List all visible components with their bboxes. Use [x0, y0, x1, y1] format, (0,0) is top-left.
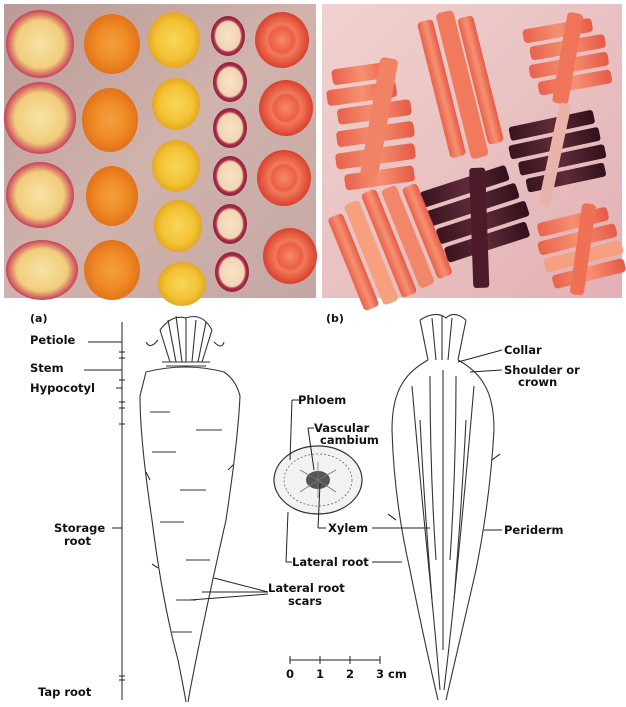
scale-tick-3: 3 cm — [376, 667, 407, 681]
scale-bar: 0 1 2 3 cm — [286, 656, 407, 681]
label-stem: Stem — [30, 361, 64, 375]
label-hypocotyl: Hypocotyl — [30, 381, 95, 395]
label-cambium: cambium — [320, 433, 379, 447]
scale-tick-2: 2 — [346, 667, 354, 681]
panel-a-letter: (a) — [30, 312, 47, 325]
label-petiole: Petiole — [30, 333, 76, 347]
diagram-b: (b) Phloem Vascular cambium Xylem Latera… — [274, 312, 580, 700]
panel-b-letter: (b) — [326, 312, 344, 325]
label-xylem: Xylem — [328, 521, 368, 535]
label-root: root — [64, 534, 91, 548]
label-storage: Storage — [54, 521, 105, 535]
scale-tick-1: 1 — [316, 667, 324, 681]
label-lateral-root-scars-2: scars — [288, 594, 322, 608]
label-lateral-root-scars-1: Lateral root — [268, 581, 345, 595]
label-tap-root: Tap root — [38, 685, 92, 699]
label-lateral-root: Lateral root — [292, 555, 369, 569]
scale-tick-0: 0 — [286, 667, 294, 681]
carrot-drawing-a — [140, 316, 268, 702]
photo-carrot-slices — [4, 4, 317, 306]
cross-section — [274, 446, 362, 514]
label-phloem: Phloem — [298, 393, 346, 407]
label-periderm: Periderm — [504, 523, 564, 537]
photo-carrot-sticks — [322, 4, 626, 313]
label-crown: crown — [518, 375, 557, 389]
label-collar: Collar — [504, 343, 542, 357]
carrot-drawing-b — [388, 314, 500, 700]
